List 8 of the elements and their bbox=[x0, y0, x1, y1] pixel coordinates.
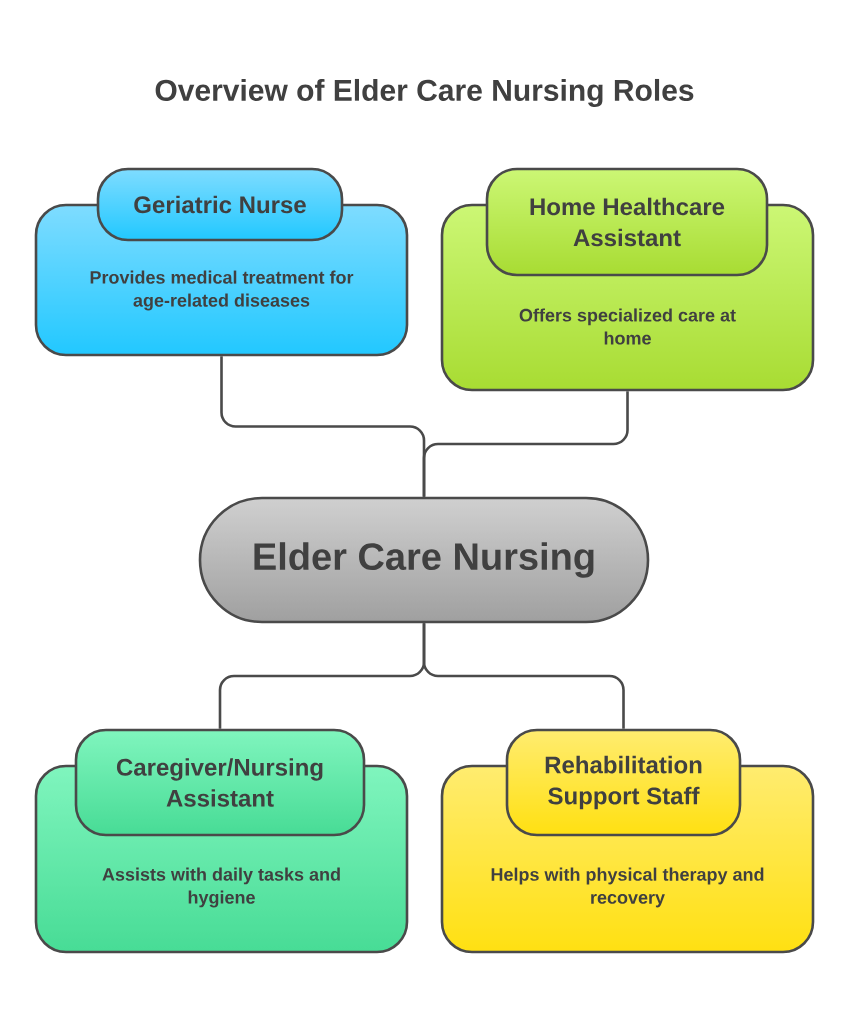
title: Overview of Elder Care Nursing Roles bbox=[155, 78, 694, 108]
role-tab: Geriatric Nurse bbox=[96, 167, 344, 242]
central-pill: Elder Care Nursing bbox=[198, 496, 650, 624]
role-tab: Caregiver/Nursing Assistant bbox=[74, 728, 366, 837]
connector-line bbox=[422, 623, 625, 729]
connector-line bbox=[422, 391, 629, 497]
role-tab: Rehabilitation Support Staff bbox=[505, 728, 742, 837]
role-tab: Home Healthcare Assistant bbox=[485, 167, 769, 277]
